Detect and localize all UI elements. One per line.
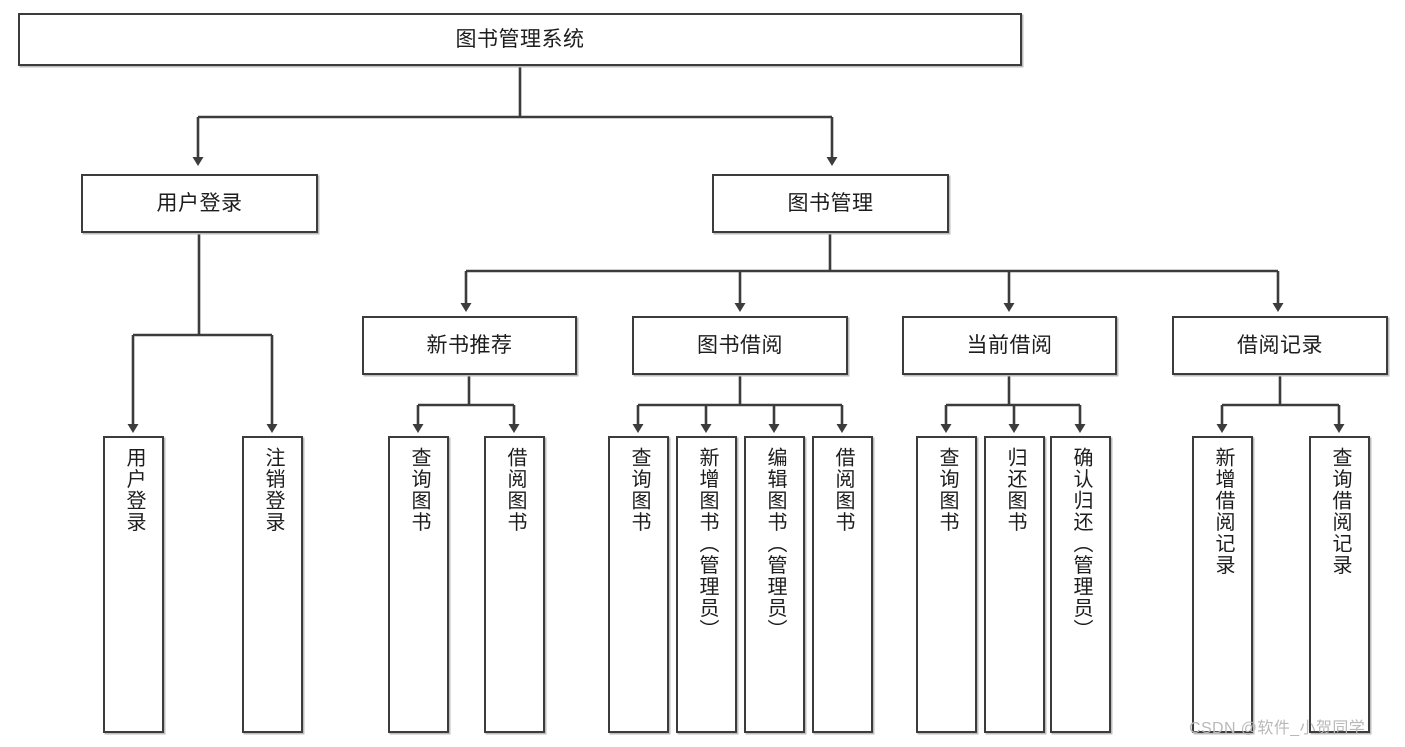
- leaf-query-book-recommend[interactable]: 查询图书: [388, 436, 449, 733]
- node-label: 新增图书（管理员）: [696, 447, 718, 641]
- node-label: 用户登录: [123, 447, 145, 533]
- node-user-login[interactable]: 用户登录: [81, 174, 318, 233]
- leaf-add-borrow-record[interactable]: 新增借阅记录: [1192, 436, 1253, 733]
- node-label: 图书管理系统: [455, 27, 585, 51]
- node-label: 当前借阅: [966, 333, 1053, 357]
- leaf-query-borrow-record[interactable]: 查询借阅记录: [1309, 436, 1370, 733]
- node-label: 注销登录: [262, 447, 284, 533]
- leaf-borrow-book[interactable]: 借阅图书: [812, 436, 873, 733]
- node-label: 编辑图书（管理员）: [764, 447, 786, 641]
- node-root-system[interactable]: 图书管理系统: [18, 13, 1022, 66]
- node-label: 新增借阅记录: [1212, 447, 1234, 576]
- node-label: 借阅记录: [1237, 333, 1323, 357]
- node-label: 归还图书: [1004, 447, 1026, 533]
- node-label: 确认归还（管理员）: [1070, 447, 1092, 641]
- node-label: 查询图书: [936, 447, 958, 533]
- leaf-confirm-return-admin[interactable]: 确认归还（管理员）: [1050, 436, 1111, 733]
- node-label: 借阅图书: [504, 447, 526, 533]
- leaf-add-book-admin[interactable]: 新增图书（管理员）: [676, 436, 737, 733]
- node-new-book-recommend[interactable]: 新书推荐: [362, 316, 577, 375]
- node-label: 查询图书: [408, 447, 430, 533]
- node-label: 用户登录: [156, 191, 243, 215]
- node-label: 借阅图书: [832, 447, 854, 533]
- leaf-return-book[interactable]: 归还图书: [984, 436, 1045, 733]
- node-label: 查询借阅记录: [1329, 447, 1351, 576]
- leaf-logout[interactable]: 注销登录: [242, 436, 303, 733]
- leaf-query-book-current[interactable]: 查询图书: [916, 436, 977, 733]
- node-book-borrow[interactable]: 图书借阅: [632, 316, 848, 375]
- node-current-borrow[interactable]: 当前借阅: [902, 316, 1117, 375]
- node-label: 图书借阅: [697, 333, 783, 357]
- leaf-query-book-borrow[interactable]: 查询图书: [608, 436, 669, 733]
- node-book-management[interactable]: 图书管理: [712, 174, 949, 233]
- watermark-text: CSDN @软件_小贺同学: [1189, 720, 1366, 737]
- node-label: 查询图书: [628, 447, 650, 533]
- node-label: 新书推荐: [426, 333, 513, 357]
- leaf-user-login[interactable]: 用户登录: [103, 436, 164, 733]
- node-borrow-record[interactable]: 借阅记录: [1172, 316, 1388, 375]
- node-label: 图书管理: [787, 191, 874, 215]
- leaf-borrow-book-recommend[interactable]: 借阅图书: [484, 436, 545, 733]
- leaf-edit-book-admin[interactable]: 编辑图书（管理员）: [744, 436, 805, 733]
